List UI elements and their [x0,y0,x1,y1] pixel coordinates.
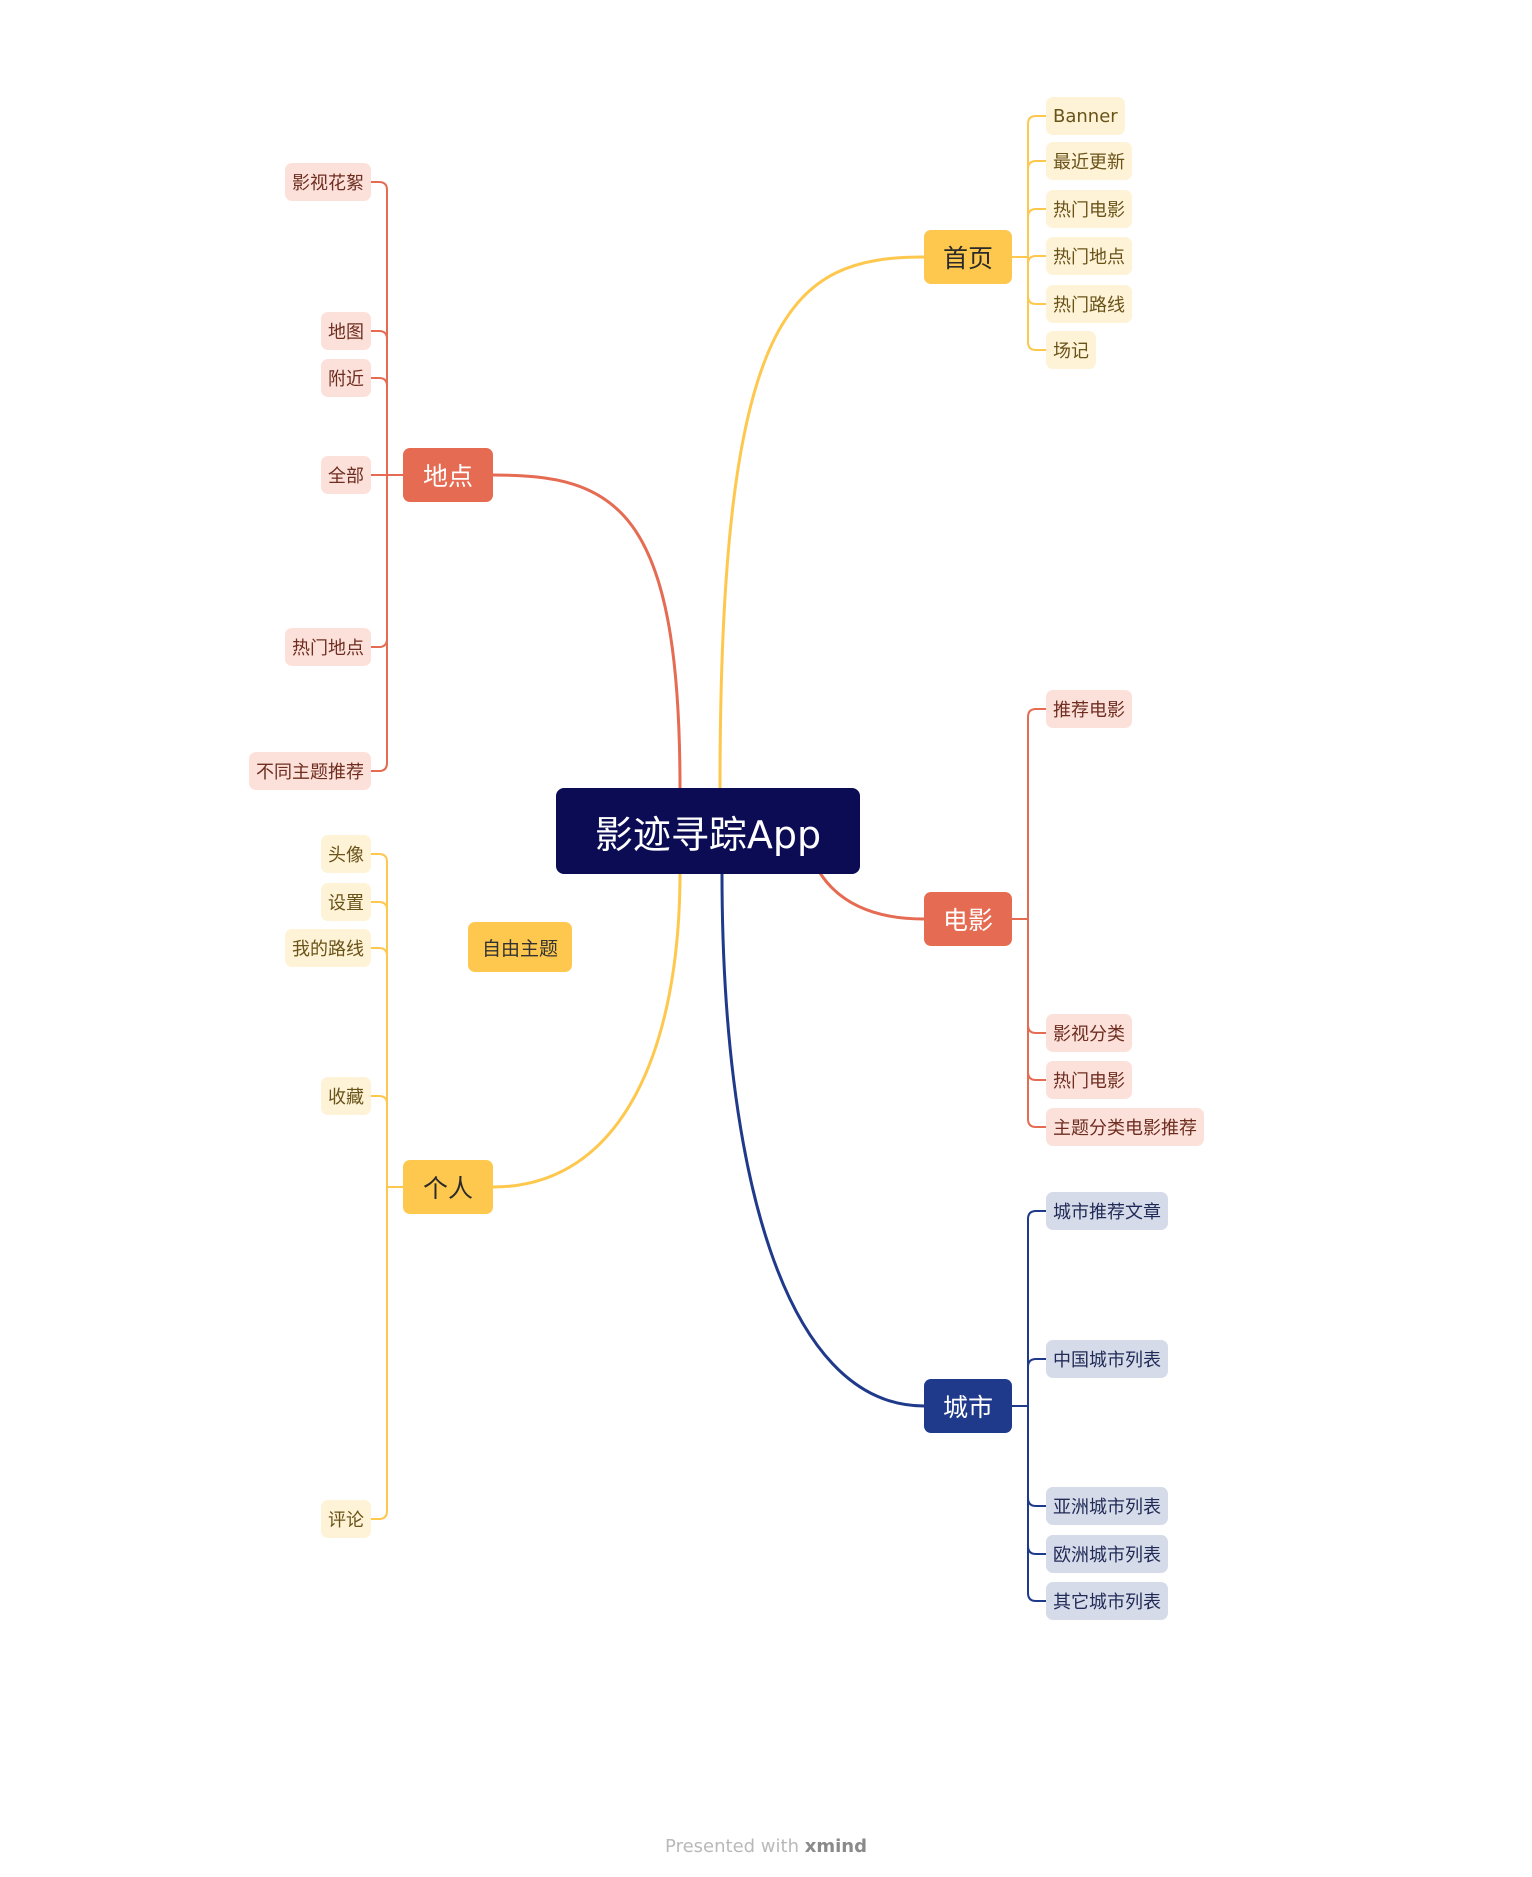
connector-line [370,947,388,1188]
chengshi-item[interactable]: 欧洲城市列表 [1046,1535,1168,1573]
dianying-item[interactable]: 影视分类 [1046,1014,1132,1052]
connector-line [720,871,926,1408]
didian-item[interactable]: 地图 [321,312,371,350]
branch-topic-geren[interactable]: 个人 [403,1160,493,1214]
footer-brand: xmind [804,1836,867,1857]
didian-item[interactable]: 全部 [321,456,371,494]
chengshi-item[interactable]: 其它城市列表 [1046,1582,1168,1620]
branch-topic-shouye[interactable]: 首页 [924,230,1012,284]
shouye-item[interactable]: 最近更新 [1046,142,1132,180]
dianying-item[interactable]: 热门电影 [1046,1061,1132,1099]
shouye-item[interactable]: 热门地点 [1046,237,1132,275]
connector-line [370,377,388,476]
connector-line [1027,1405,1047,1507]
shouye-item[interactable]: 场记 [1046,331,1096,369]
connector-line [1027,708,1047,920]
connector-line [1027,160,1047,258]
connector-line [1027,115,1047,258]
connector-line [1027,1405,1047,1602]
chengshi-item[interactable]: 城市推荐文章 [1046,1192,1168,1230]
geren-item[interactable]: 设置 [321,883,371,921]
branch-topic-dianying[interactable]: 电影 [924,892,1012,946]
connector-line [370,853,388,1188]
footer-credit: Presented with xmind [0,1836,1532,1857]
chengshi-item[interactable]: 中国城市列表 [1046,1340,1168,1378]
didian-item[interactable]: 不同主题推荐 [249,752,371,790]
connector-line [1027,256,1047,305]
connector-line [370,901,388,1188]
connector-line [818,871,926,921]
didian-item[interactable]: 附近 [321,359,371,397]
connector-line [1027,918,1047,1128]
shouye-item[interactable]: 热门电影 [1046,190,1132,228]
connector-line [718,255,926,790]
root-topic[interactable]: 影迹寻踪App [556,788,860,874]
connector-line [370,474,388,772]
connector-line [1027,918,1047,1081]
connector-line [1027,918,1047,1034]
didian-item[interactable]: 影视花絮 [285,163,371,201]
connector-line [370,181,388,476]
connector-line [491,473,682,790]
connector-line [1027,208,1047,258]
chengshi-item[interactable]: 亚洲城市列表 [1046,1487,1168,1525]
didian-item[interactable]: 热门地点 [285,628,371,666]
shouye-item[interactable]: Banner [1046,97,1125,135]
connector-line [1027,1358,1047,1407]
connector-line [370,330,388,476]
connector-line [370,1186,388,1520]
dianying-item[interactable]: 主题分类电影推荐 [1046,1108,1204,1146]
connector-line [370,1095,388,1188]
branch-topic-didian[interactable]: 地点 [403,448,493,502]
connector-line [370,474,388,648]
connector-line [1027,1405,1047,1555]
shouye-item[interactable]: 热门路线 [1046,285,1132,323]
floating-topic[interactable]: 自由主题 [468,922,573,972]
geren-item[interactable]: 头像 [321,835,371,873]
geren-item[interactable]: 评论 [321,1500,371,1538]
connector-line [491,871,682,1189]
connector-line [1027,256,1047,351]
dianying-item[interactable]: 推荐电影 [1046,690,1132,728]
branch-topic-chengshi[interactable]: 城市 [924,1379,1012,1433]
footer-prefix: Presented with [665,1836,799,1857]
geren-item[interactable]: 我的路线 [285,929,371,967]
connector-line [1027,255,1047,265]
connector-line [1027,1210,1047,1407]
geren-item[interactable]: 收藏 [321,1077,371,1115]
